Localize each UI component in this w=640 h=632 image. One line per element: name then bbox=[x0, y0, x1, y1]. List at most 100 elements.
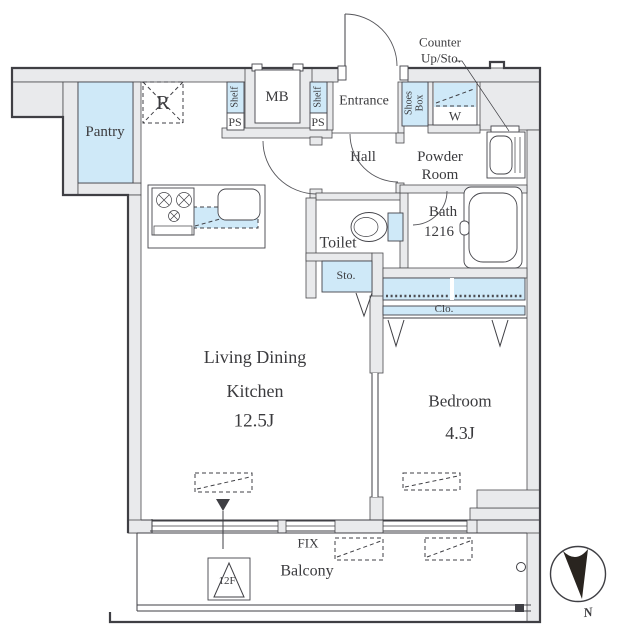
balcony-railing-divider bbox=[515, 604, 524, 612]
balcony-label: Balcony bbox=[280, 563, 333, 580]
sliding-door-gap bbox=[372, 373, 378, 497]
counter-note-leader bbox=[455, 60, 510, 132]
pantry-area bbox=[77, 81, 134, 184]
sliding-partition bbox=[371, 373, 379, 497]
washer-label: W bbox=[449, 109, 462, 124]
wall-entrance-left bbox=[326, 81, 334, 131]
entrance-jamb-left bbox=[337, 65, 347, 81]
ps-right-label: PS bbox=[311, 115, 324, 129]
kitchen-counter bbox=[147, 184, 266, 249]
balcony-structure bbox=[136, 533, 531, 612]
wall-window-jamb-mid bbox=[277, 519, 287, 534]
balcony-box-2 bbox=[424, 537, 473, 561]
wall-partition-upper bbox=[369, 295, 384, 374]
wall-bottom-right-upper bbox=[476, 489, 541, 509]
bedroom-label: Bedroom bbox=[428, 392, 491, 411]
refrigerator-label: R bbox=[156, 92, 170, 114]
storage-area bbox=[321, 260, 373, 293]
shoes-box-area bbox=[401, 81, 429, 127]
bedroom-size-label: 4.3J bbox=[445, 423, 475, 443]
refrigerator-diagonal-2 bbox=[142, 81, 184, 124]
wall-window-stub-right bbox=[466, 519, 478, 534]
closet-fold-door-2 bbox=[491, 319, 509, 348]
ldk-size-label: 12.5J bbox=[234, 411, 275, 432]
closet-fold-door-1 bbox=[387, 319, 405, 348]
closet-track-strip bbox=[382, 305, 526, 316]
storage-fold-door bbox=[355, 292, 373, 318]
wall-shoesbox-washer bbox=[427, 81, 434, 126]
compass-north-label: N bbox=[581, 604, 594, 620]
bedroom-light-box bbox=[402, 472, 461, 491]
wall-below-washer bbox=[427, 124, 481, 134]
ldk-light-box bbox=[194, 472, 253, 493]
meter-box-body bbox=[254, 69, 301, 124]
wall-hall-toilet bbox=[315, 192, 403, 201]
washer-blue bbox=[434, 83, 476, 107]
ldk-label-2: Kitchen bbox=[227, 381, 284, 401]
wall-left-of-pantry bbox=[62, 81, 79, 196]
burner-right-spokes bbox=[178, 194, 190, 206]
counter-note-label-1: Counter bbox=[419, 35, 462, 50]
floor-marker-triangle bbox=[213, 561, 245, 598]
bathtub-faucet bbox=[459, 220, 470, 236]
powder-room-label-2: Room bbox=[422, 167, 459, 183]
entrance-door-arc bbox=[344, 13, 398, 67]
fix-label: FIX bbox=[298, 536, 320, 551]
meter-box-label: MB bbox=[265, 89, 288, 105]
ps-left-area bbox=[226, 112, 245, 131]
wall-ldk-toilet bbox=[305, 197, 317, 299]
entrance-door bbox=[337, 13, 409, 81]
wall-top-right-strip bbox=[407, 67, 541, 83]
ldk-light-diagonal bbox=[196, 476, 251, 490]
shoes-box-label-1: Shoes bbox=[404, 91, 415, 115]
powder-door-arc bbox=[349, 133, 399, 183]
toilet-label: Toilet bbox=[319, 235, 357, 252]
closet-divider bbox=[450, 278, 454, 300]
pantry-label: Pantry bbox=[85, 124, 125, 140]
floor-marker-symbol bbox=[207, 557, 251, 601]
entrance-label: Entrance bbox=[339, 94, 389, 109]
burner-left bbox=[156, 192, 172, 208]
counter-note-label-2: Up/Sto. bbox=[421, 51, 461, 66]
windows bbox=[137, 499, 540, 549]
floor-marker-box bbox=[207, 557, 251, 601]
burner-right bbox=[176, 192, 192, 208]
wall-window-stub-center bbox=[334, 519, 384, 534]
wall-ldk-door-top bbox=[309, 136, 323, 146]
bath-label-2: 1216 bbox=[424, 224, 455, 240]
shelf-right-label: Shelf bbox=[313, 86, 324, 108]
refrigerator-space bbox=[142, 81, 184, 124]
meter-box bbox=[251, 63, 304, 124]
bedroom-light-diagonal bbox=[404, 475, 459, 488]
ldk-door-arc bbox=[262, 140, 317, 195]
compass-needle-icon bbox=[563, 549, 588, 599]
wall-bath-bottom bbox=[382, 267, 528, 279]
burner-small-spokes bbox=[169, 211, 179, 221]
shoes-box-label-2: Box bbox=[415, 95, 426, 112]
toilet-tank bbox=[387, 212, 404, 242]
vanity bbox=[486, 125, 526, 179]
closet-label: Clo. bbox=[435, 303, 454, 315]
boundary-right bbox=[108, 60, 542, 624]
labels: Pantry R Shelf Shelf PS PS MB Entrance S… bbox=[85, 35, 594, 621]
refrigerator-dashed-box bbox=[142, 81, 184, 124]
dashed-fixtures bbox=[194, 472, 473, 561]
bathtub-inner bbox=[468, 192, 518, 263]
wall-pantry-right bbox=[132, 81, 142, 184]
balcony-box-2-diagonal bbox=[426, 540, 471, 558]
ldk-label-1: Living Dining bbox=[204, 347, 307, 367]
wall-ldk-left bbox=[127, 194, 142, 534]
storage-label: Sto. bbox=[336, 268, 355, 282]
bath-door-arc bbox=[412, 190, 448, 226]
wall-below-pantry bbox=[77, 182, 142, 196]
balcony-box-1 bbox=[334, 537, 384, 561]
ps-right-area bbox=[309, 112, 328, 131]
shelf-left-label: Shelf bbox=[230, 86, 241, 108]
vanity-bowl bbox=[489, 135, 513, 175]
kitchen-sink bbox=[217, 188, 261, 221]
boundary-left bbox=[10, 66, 338, 533]
wall-window-stub-left bbox=[127, 519, 153, 534]
window-center-marker bbox=[216, 499, 230, 511]
